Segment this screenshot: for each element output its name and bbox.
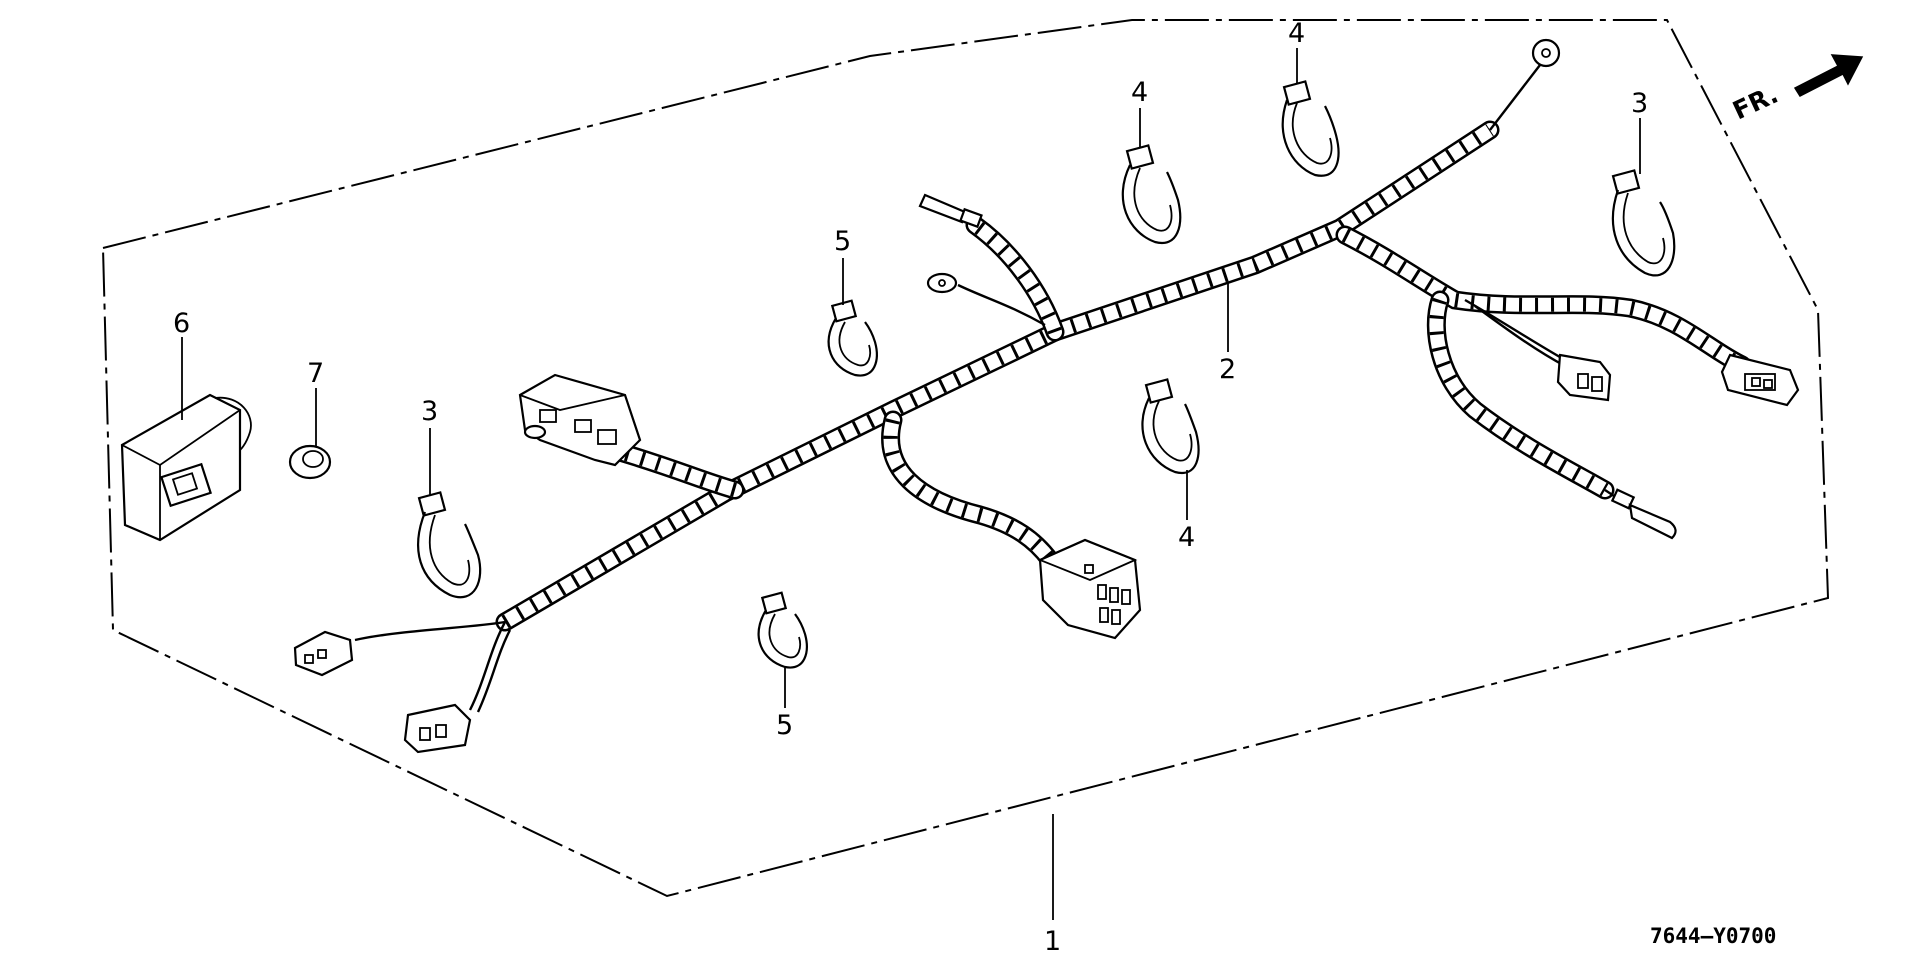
ring-terminal-center xyxy=(926,272,958,294)
front-direction-indicator: FR. xyxy=(1728,54,1864,126)
callout-4-center: 4 xyxy=(1178,522,1195,553)
callout-4-top-left: 4 xyxy=(1131,77,1148,108)
callout-3-right: 3 xyxy=(1631,88,1648,119)
direction-label: FR. xyxy=(1728,80,1782,126)
callout-7: 7 xyxy=(307,358,324,389)
assembly-boundary xyxy=(101,19,1830,898)
callout-6: 6 xyxy=(173,308,190,339)
clamp-top-left-item4 xyxy=(1121,144,1182,245)
arrow-right-icon xyxy=(1793,54,1864,97)
bullet-terminal-right xyxy=(1610,488,1677,540)
clamp-center-item4 xyxy=(1141,378,1200,475)
diagram-code: 7644—Y0700 xyxy=(1650,924,1776,948)
callout-1: 1 xyxy=(1044,926,1061,957)
callout-5-lower: 5 xyxy=(776,710,793,741)
clip-left-item3 xyxy=(417,491,482,599)
callout-4-top-right: 4 xyxy=(1288,18,1305,49)
spade-terminal-top xyxy=(918,193,983,229)
clamp-top-right-item4 xyxy=(1281,80,1340,177)
callout-leaders xyxy=(181,48,1641,920)
nut xyxy=(288,444,332,480)
connector-right-lower xyxy=(1556,353,1612,402)
control-unit xyxy=(120,393,252,542)
callout-5-upper: 5 xyxy=(834,226,851,257)
ring-terminal-right xyxy=(1531,38,1561,68)
connector-left-square xyxy=(403,703,472,754)
callout-3-left: 3 xyxy=(421,396,438,427)
holder-lower-item5 xyxy=(757,591,808,669)
holder-upper-item5 xyxy=(827,299,878,377)
callout-2: 2 xyxy=(1219,354,1236,385)
clip-right-item3 xyxy=(1611,169,1676,277)
connector-relay-left xyxy=(518,373,642,467)
connector-9pin xyxy=(1037,538,1142,640)
connector-left-2pin xyxy=(293,630,354,677)
main-harness xyxy=(354,64,1752,713)
connector-right-upper xyxy=(1720,353,1800,407)
